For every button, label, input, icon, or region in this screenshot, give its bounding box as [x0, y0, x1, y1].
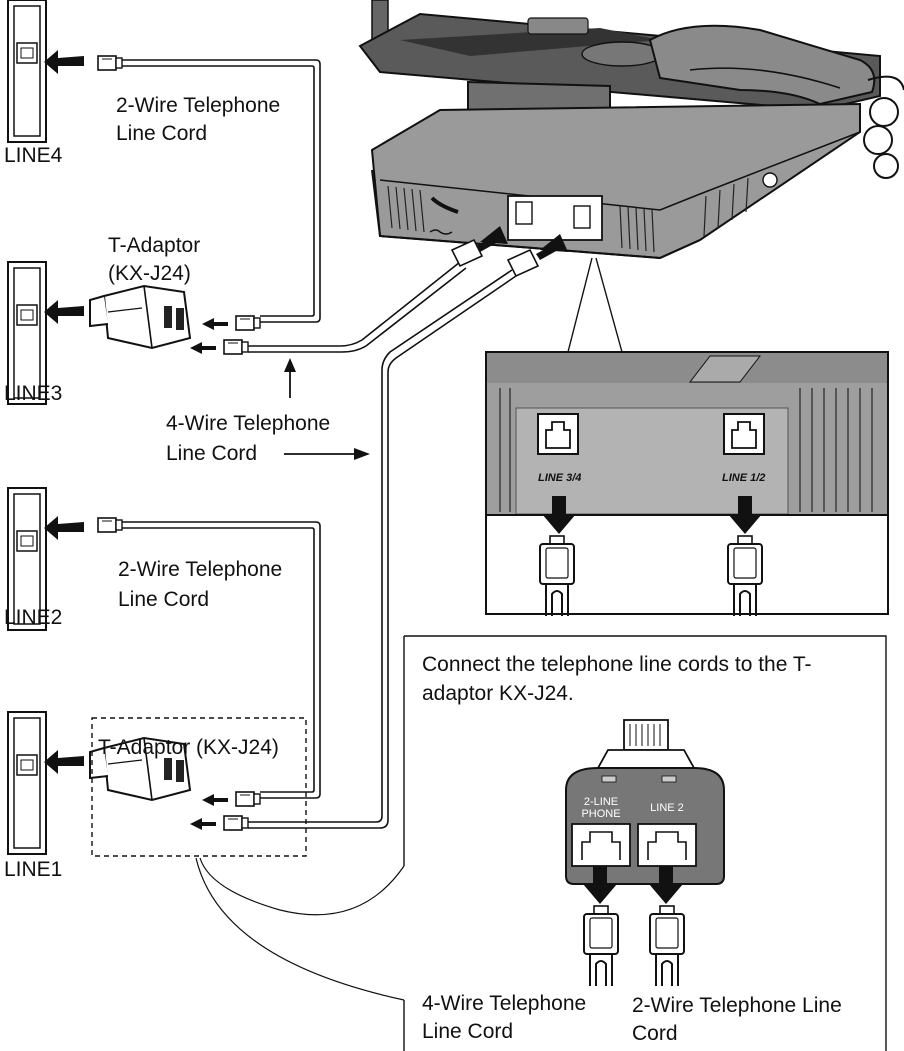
small-arrow-icons [190, 318, 228, 830]
port-line-1-2 [723, 413, 765, 455]
insert-arrow-icons [44, 50, 84, 774]
cord-label-4wire-2: Line Cord [166, 442, 258, 465]
detail-cord-label-4wire-1: 4-Wire Telephone [422, 992, 587, 1015]
port-label-line-3-4: LINE 3/4 [538, 472, 582, 484]
port-label-line-1-2: LINE 1/2 [722, 472, 766, 484]
jack-label-line2: LINE2 [4, 606, 63, 629]
adaptor-port-label-line2: LINE 2 [650, 802, 684, 814]
wall-jack-line1 [7, 711, 47, 855]
t-adaptor-upper [89, 285, 191, 349]
detail-cord-label-2wire-2: Cord [632, 1022, 678, 1045]
detail-cord-label-2wire-1: 2-Wire Telephone Line [632, 994, 842, 1017]
adaptor-label-lower: T-Adaptor (KX-J24) [98, 736, 279, 759]
adaptor-plug-line4 [235, 315, 261, 331]
cord-label-2wire-mid-2: Line Cord [118, 588, 210, 611]
adaptor-port-label-2line-2: PHONE [581, 808, 621, 820]
t-adaptor-lower-highlight [91, 717, 307, 857]
pointer-arrow-up [284, 358, 296, 398]
wall-jack-line4 [7, 0, 47, 143]
adaptor-plug-4wire-upper [223, 339, 249, 355]
base-detail-inset [485, 257, 889, 617]
cord-label-2wire-top-line2: Line Cord [116, 122, 208, 145]
adaptor-label-upper-1: T-Adaptor [108, 234, 201, 257]
cord-label-2wire-mid-1: 2-Wire Telephone [118, 558, 283, 581]
base-insert-arrow-icons [476, 226, 568, 260]
adaptor-port-label-2line-1: 2-LINE [583, 796, 619, 808]
jack-label-line3: LINE3 [4, 382, 63, 405]
two-wire-plug-line4 [97, 55, 123, 71]
two-wire-plug-line2 [97, 517, 123, 533]
cords [122, 59, 517, 829]
plug-2-wire [649, 905, 685, 987]
telephone-base-unit [358, 0, 904, 260]
adaptor-label-upper-2: (KX-J24) [108, 262, 191, 285]
detail-cord-label-4wire-2: Line Cord [422, 1020, 514, 1043]
jack-label-line1: LINE1 [4, 858, 63, 881]
pointer-arrow-right [284, 448, 370, 460]
port-line-3-4 [537, 413, 579, 455]
adaptor-plug-4wire-lower [223, 815, 249, 831]
cord-label-2wire-top-line1: 2-Wire Telephone [116, 94, 281, 117]
adaptor-plug-line2 [235, 791, 261, 807]
cord-label-4wire-1: 4-Wire Telephone [166, 412, 331, 435]
adaptor-instruction: Connect the telephone line cords to the … [422, 653, 812, 705]
adaptor-detail-callout [195, 635, 887, 1051]
plug-4-wire [583, 905, 619, 987]
jack-label-line4: LINE4 [4, 144, 63, 167]
base-plugs [450, 238, 540, 278]
